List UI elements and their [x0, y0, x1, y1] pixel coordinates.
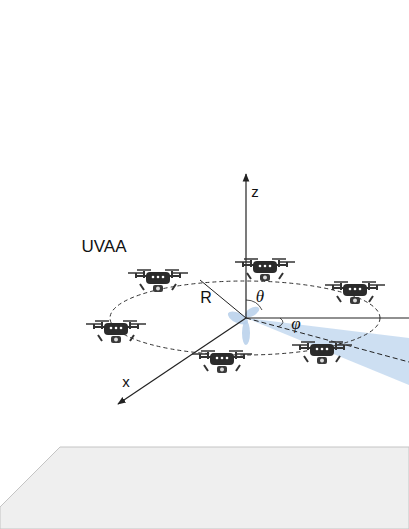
y-axis [246, 317, 409, 318]
beam-lobes [226, 305, 261, 345]
z-axis [245, 174, 246, 318]
drones [86, 259, 385, 373]
axis-label: z [251, 184, 259, 199]
ground-plane [0, 447, 409, 529]
phi-arc [278, 318, 283, 327]
axis-label: x [122, 374, 130, 389]
angle-label: θ [256, 288, 264, 305]
radius-label: R [200, 290, 212, 306]
array-label: UVAA [81, 238, 126, 255]
radius-line [200, 280, 246, 318]
beam [246, 318, 409, 385]
angle-label: φ [291, 315, 300, 332]
